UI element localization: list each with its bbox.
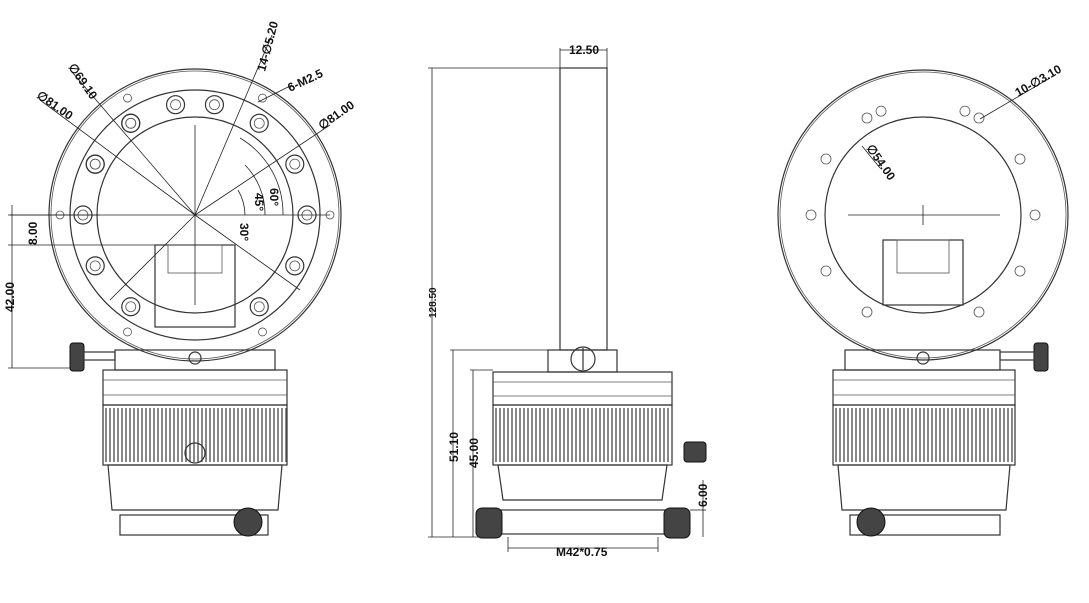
mounting-hole [861, 112, 873, 124]
counterbored-hole [249, 113, 269, 133]
mounting-hole [820, 153, 832, 165]
focuser-base-left [69, 342, 288, 537]
mounting-hole [973, 306, 985, 318]
mounting-hole [1014, 153, 1026, 165]
lock-knob[interactable] [233, 507, 263, 537]
side-view: 12.50 128.50 51.10 45.00 6.00 M42*0.75 [428, 43, 710, 559]
dim-angle-45: 45° [252, 193, 266, 211]
dim-dia-81-left: ∅81.00 [34, 88, 75, 123]
rear-view: 10-∅3.10 ∅54.00 [777, 62, 1069, 537]
mounting-hole [805, 209, 817, 221]
dovetail-bar [559, 67, 608, 351]
counterbored-hole [121, 113, 141, 133]
tension-knob[interactable] [69, 342, 85, 372]
dim-128-5: 128.50 [428, 287, 439, 318]
dim-51-1: 51.10 [447, 432, 461, 462]
dim-6: 6.00 [696, 483, 710, 507]
mounting-hole [1029, 209, 1041, 221]
counterbored-hole [121, 297, 141, 317]
counterbored-hole [204, 95, 225, 115]
dim-dia-69: ∅69.10 [66, 61, 101, 102]
threaded-hole [123, 93, 132, 103]
mounting-hole [1014, 265, 1026, 277]
threaded-hole [258, 327, 267, 337]
counterbored-hole [85, 154, 105, 174]
counterbored-hole [285, 256, 305, 276]
dim-holes-10: 10-∅3.10 [1013, 62, 1065, 100]
dim-8: 8.00 [26, 221, 40, 245]
dim-angle-60: 60° [267, 188, 281, 206]
lock-knob-left[interactable] [475, 507, 503, 539]
lock-knob-right[interactable] [663, 507, 691, 539]
dim-12-5: 12.50 [569, 43, 599, 57]
dim-angle-30: 30° [237, 223, 251, 241]
dim-dia-54: ∅54.00 [864, 142, 899, 183]
mounting-hole [875, 105, 887, 117]
mounting-hole [820, 265, 832, 277]
threaded-hole [123, 327, 132, 337]
tension-knob[interactable] [1033, 342, 1049, 372]
mounting-hole [959, 105, 971, 117]
lock-knob[interactable] [856, 507, 886, 537]
clamp-screw[interactable] [570, 346, 596, 372]
counterbored-hole [85, 256, 105, 276]
dovetail-slot [882, 239, 964, 306]
counterbored-hole [165, 95, 186, 115]
counterbored-hole [249, 297, 269, 317]
mounting-hole [861, 306, 873, 318]
dim-thread: M42*0.75 [556, 545, 608, 559]
dim-45: 45.00 [467, 438, 481, 468]
outer-flange [777, 69, 1069, 361]
inner-aperture [824, 116, 1022, 314]
dim-holes-14: 14-∅5.20 [254, 19, 281, 72]
counterbored-hole [285, 154, 305, 174]
dim-42: 42.00 [3, 282, 17, 312]
dim-threads-6: 6-M2.5 [285, 66, 325, 95]
mounting-hole [973, 112, 985, 124]
front-view-left: 8.00 42.00 ∅69.10 ∅81.00 14-∅5.20 6-M2.5… [3, 19, 357, 537]
dim-dia-81-right: ∅81.00 [316, 98, 357, 133]
tension-knob[interactable] [683, 441, 707, 463]
